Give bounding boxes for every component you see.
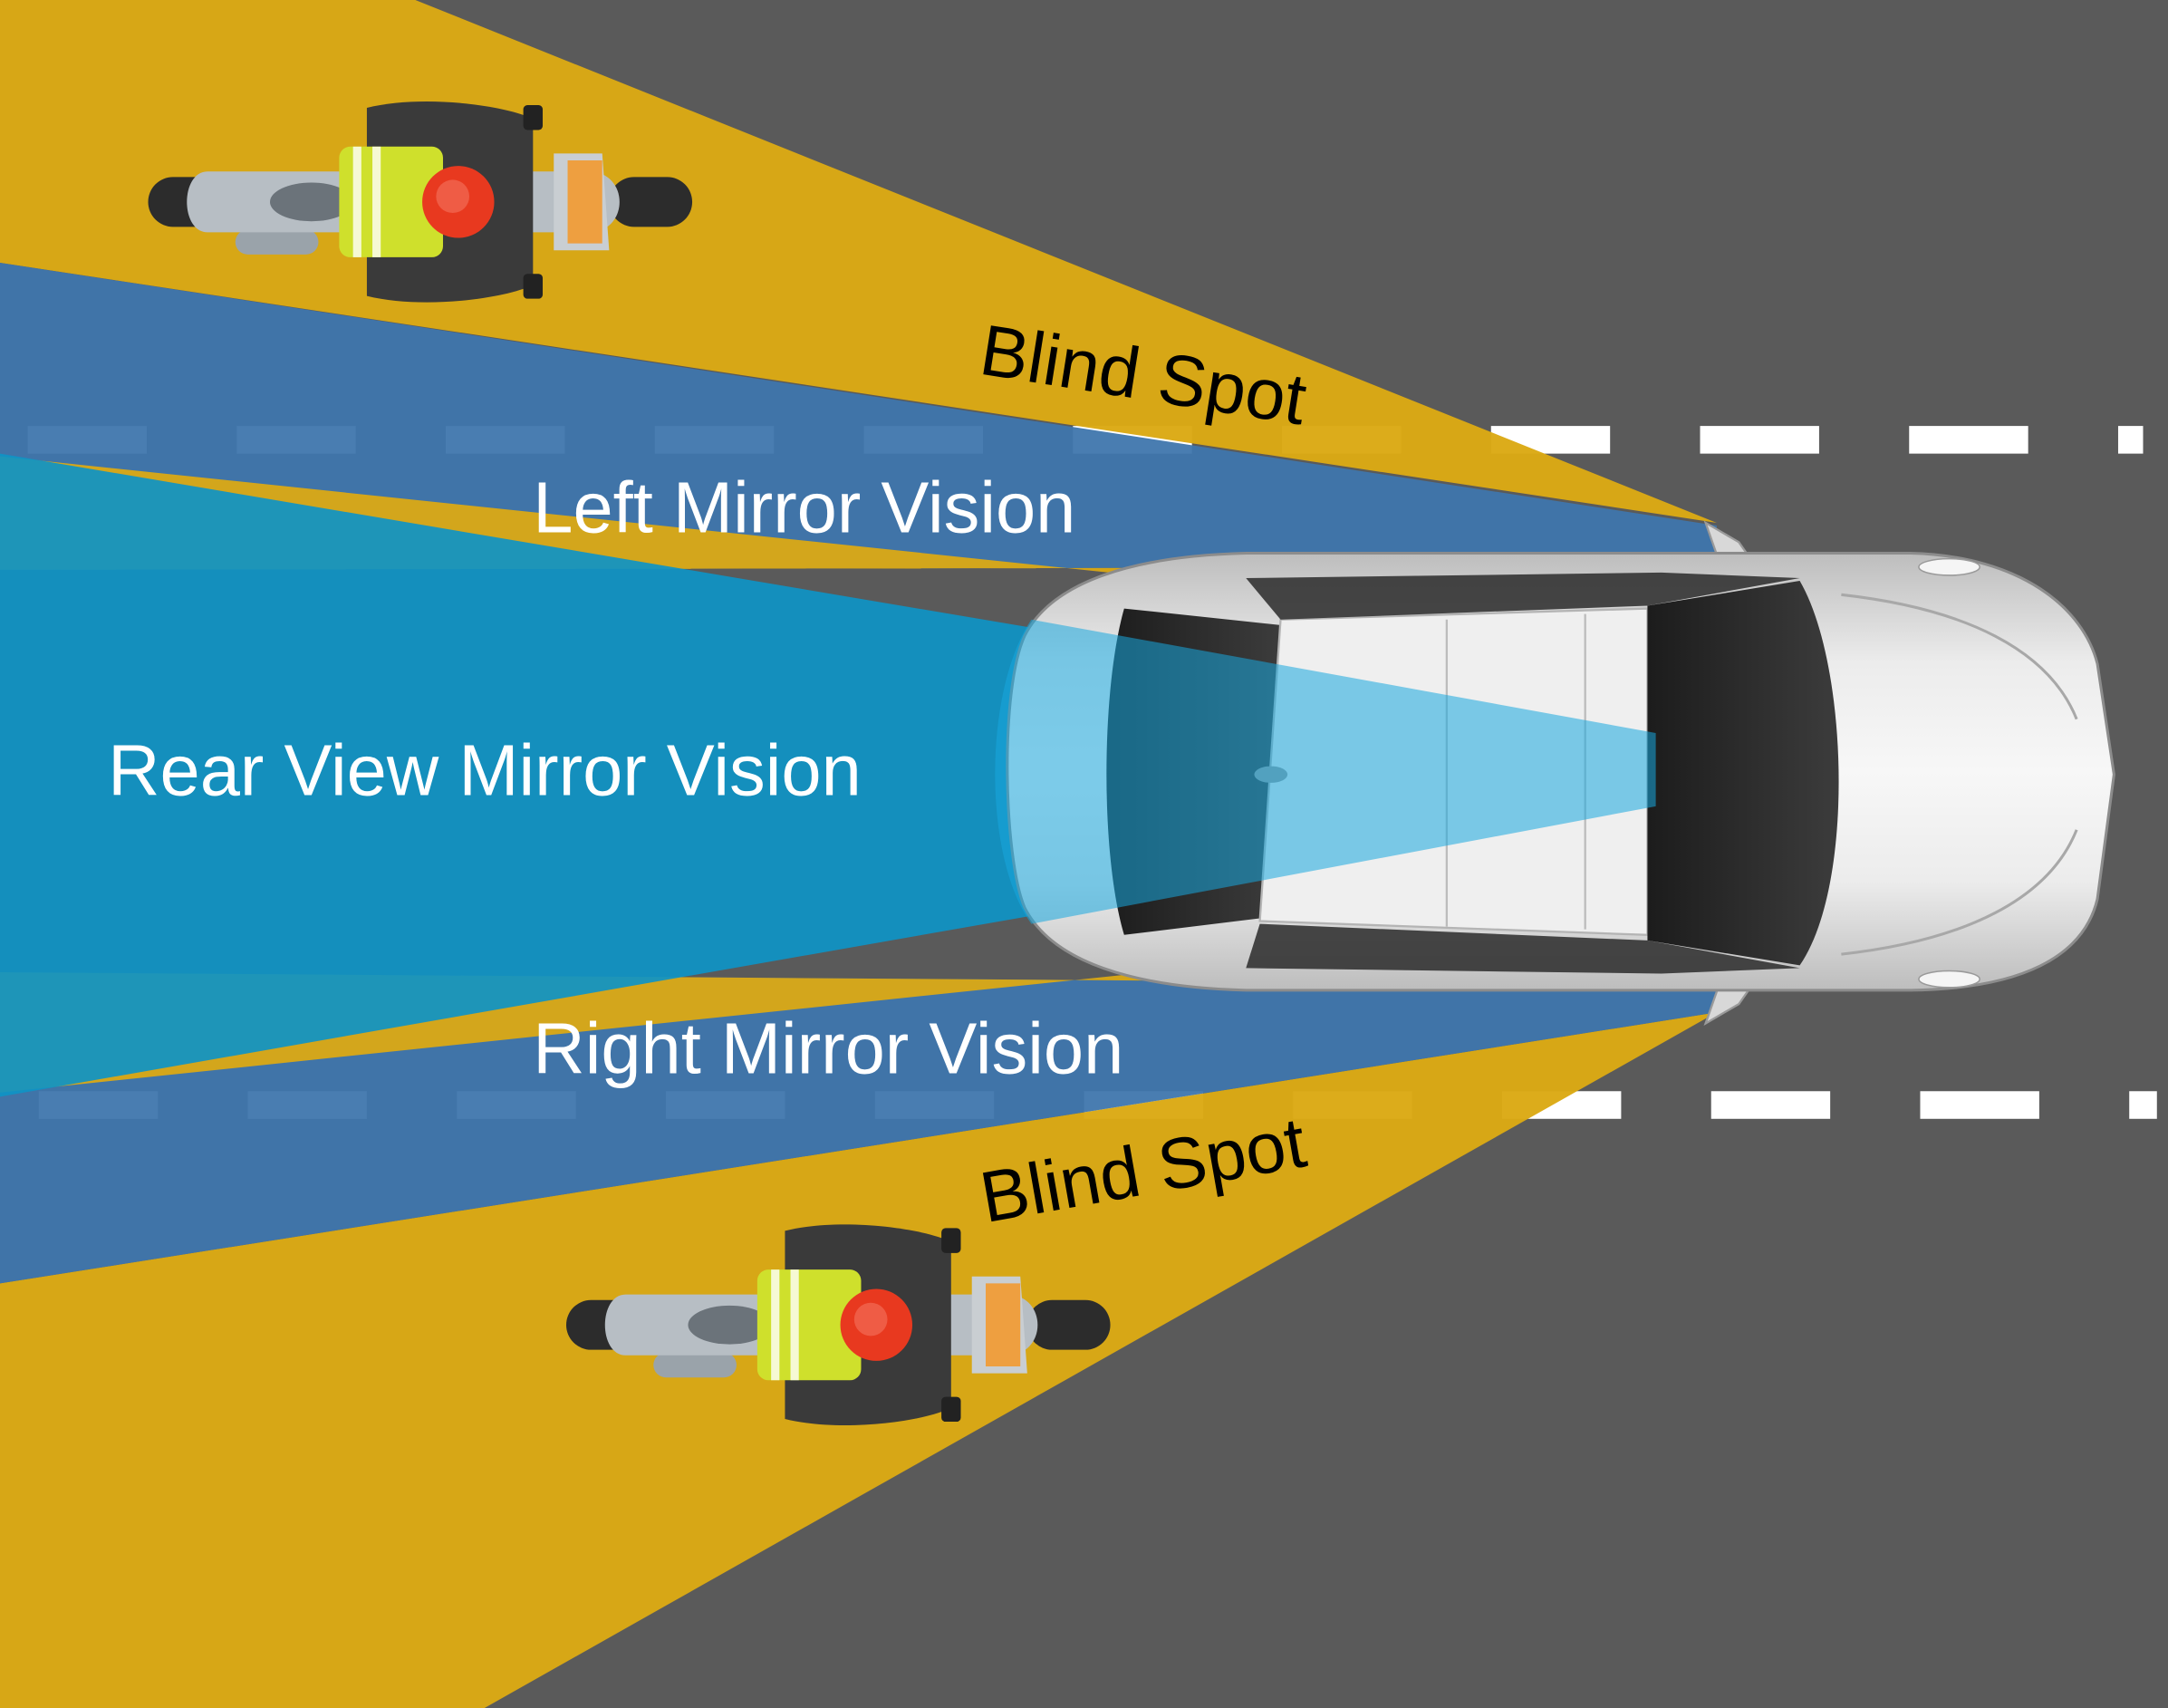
motorcycle-top-view-icon — [148, 101, 693, 303]
motorcycle-bottom-view-icon — [565, 1224, 1111, 1426]
lane-dash — [2129, 1091, 2157, 1119]
left-mirror-vision-zone — [0, 263, 1717, 570]
lane-dash — [1700, 426, 1819, 454]
rear-view-mirror-vision-label: Rear View Mirror Vision — [108, 730, 862, 811]
lane-dash — [1710, 1091, 1831, 1119]
lane-dash — [1909, 426, 2028, 454]
lane-dash — [1920, 1091, 2039, 1119]
rear-view-vision-overlay — [995, 619, 1656, 924]
right-mirror-vision-zone — [0, 972, 1717, 1284]
left-mirror-vision-label: Left Mirror Vision — [533, 468, 1075, 548]
rear-view-vision-zone — [0, 453, 1656, 1097]
lane-dash — [2117, 426, 2144, 454]
right-mirror-vision-label: Right Mirror Vision — [533, 1008, 1123, 1088]
